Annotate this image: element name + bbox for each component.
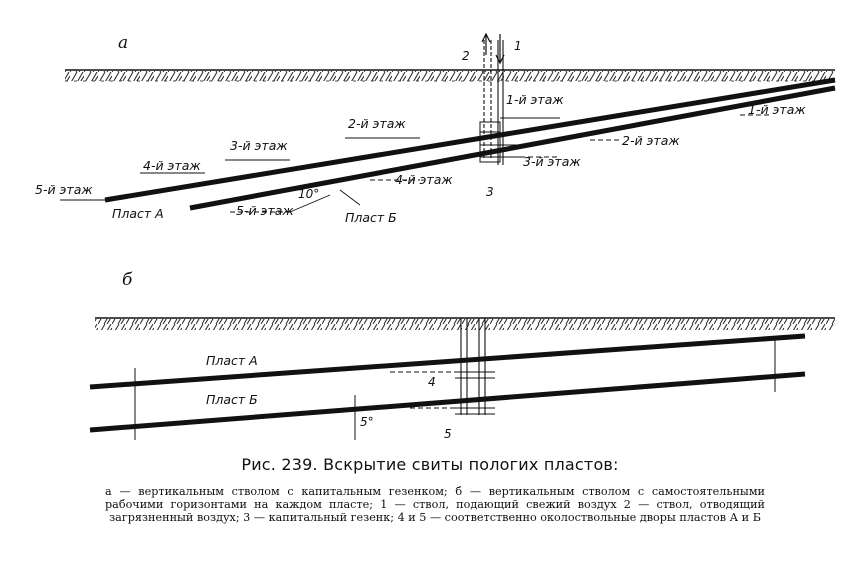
seam-b-label-a: Пласт Б <box>345 210 397 225</box>
floor-label-3-seam-a: 3-й этаж <box>230 138 288 153</box>
floor-level-lines-a <box>60 114 770 213</box>
seam-a-label-a: Пласт А <box>112 206 164 221</box>
yard-a-number: 4 <box>428 375 436 389</box>
seam-b-label-b: Пласт Б <box>206 392 258 407</box>
ground-surface-b <box>95 317 835 330</box>
exhaust-arrow-icon <box>481 32 491 55</box>
floor-label-1-seam-b: 1-й этаж <box>748 102 806 117</box>
shaft-1-number: 1 <box>514 39 522 53</box>
dip-angle-a: 10° <box>298 187 319 201</box>
yard-b-number: 5 <box>444 427 452 441</box>
floor-label-5-seam-a: 5-й этаж <box>35 182 93 197</box>
floor-label-4-seam-b: 4-й этаж <box>395 172 453 187</box>
seam-b-line-b <box>89 371 806 433</box>
floor-label-2-seam-a: 2-й этаж <box>348 116 406 131</box>
figure-caption: Рис. 239. Вскрытие свиты пологих пластов… <box>241 455 619 474</box>
floor-label-3-seam-b: 3-й этаж <box>523 154 581 169</box>
panel-b-label: б <box>122 270 133 290</box>
floor-label-5-seam-b: 5-й этаж <box>236 203 294 218</box>
intake-arrow-icon <box>495 34 505 65</box>
shaft-2-number: 2 <box>462 49 470 63</box>
boundary-lines-b <box>134 338 776 440</box>
seam-a-line <box>104 77 836 203</box>
seam-a-label-b: Пласт А <box>206 353 258 368</box>
shafts-a <box>479 32 520 165</box>
floor-label-4-seam-a: 4-й этаж <box>143 158 201 173</box>
floor-label-2-seam-b: 2-й этаж <box>622 133 680 148</box>
panel-a-label: а <box>118 33 128 53</box>
figure-legend: а — вертикальным стволом с капитальным г… <box>105 485 765 524</box>
seam-b-line <box>189 85 836 211</box>
ground-surface-a <box>65 69 835 82</box>
shafts-b <box>455 318 495 415</box>
panel-b: б Пласт А Пласт Б 4 <box>89 270 835 441</box>
panel-a: а 2 1 <box>35 32 836 225</box>
seam-a-line-b <box>89 333 806 390</box>
dip-angle-b: 5° <box>360 415 374 429</box>
floor-label-1-seam-a: 1-й этаж <box>506 92 564 107</box>
gezenk-number: 3 <box>486 185 494 199</box>
